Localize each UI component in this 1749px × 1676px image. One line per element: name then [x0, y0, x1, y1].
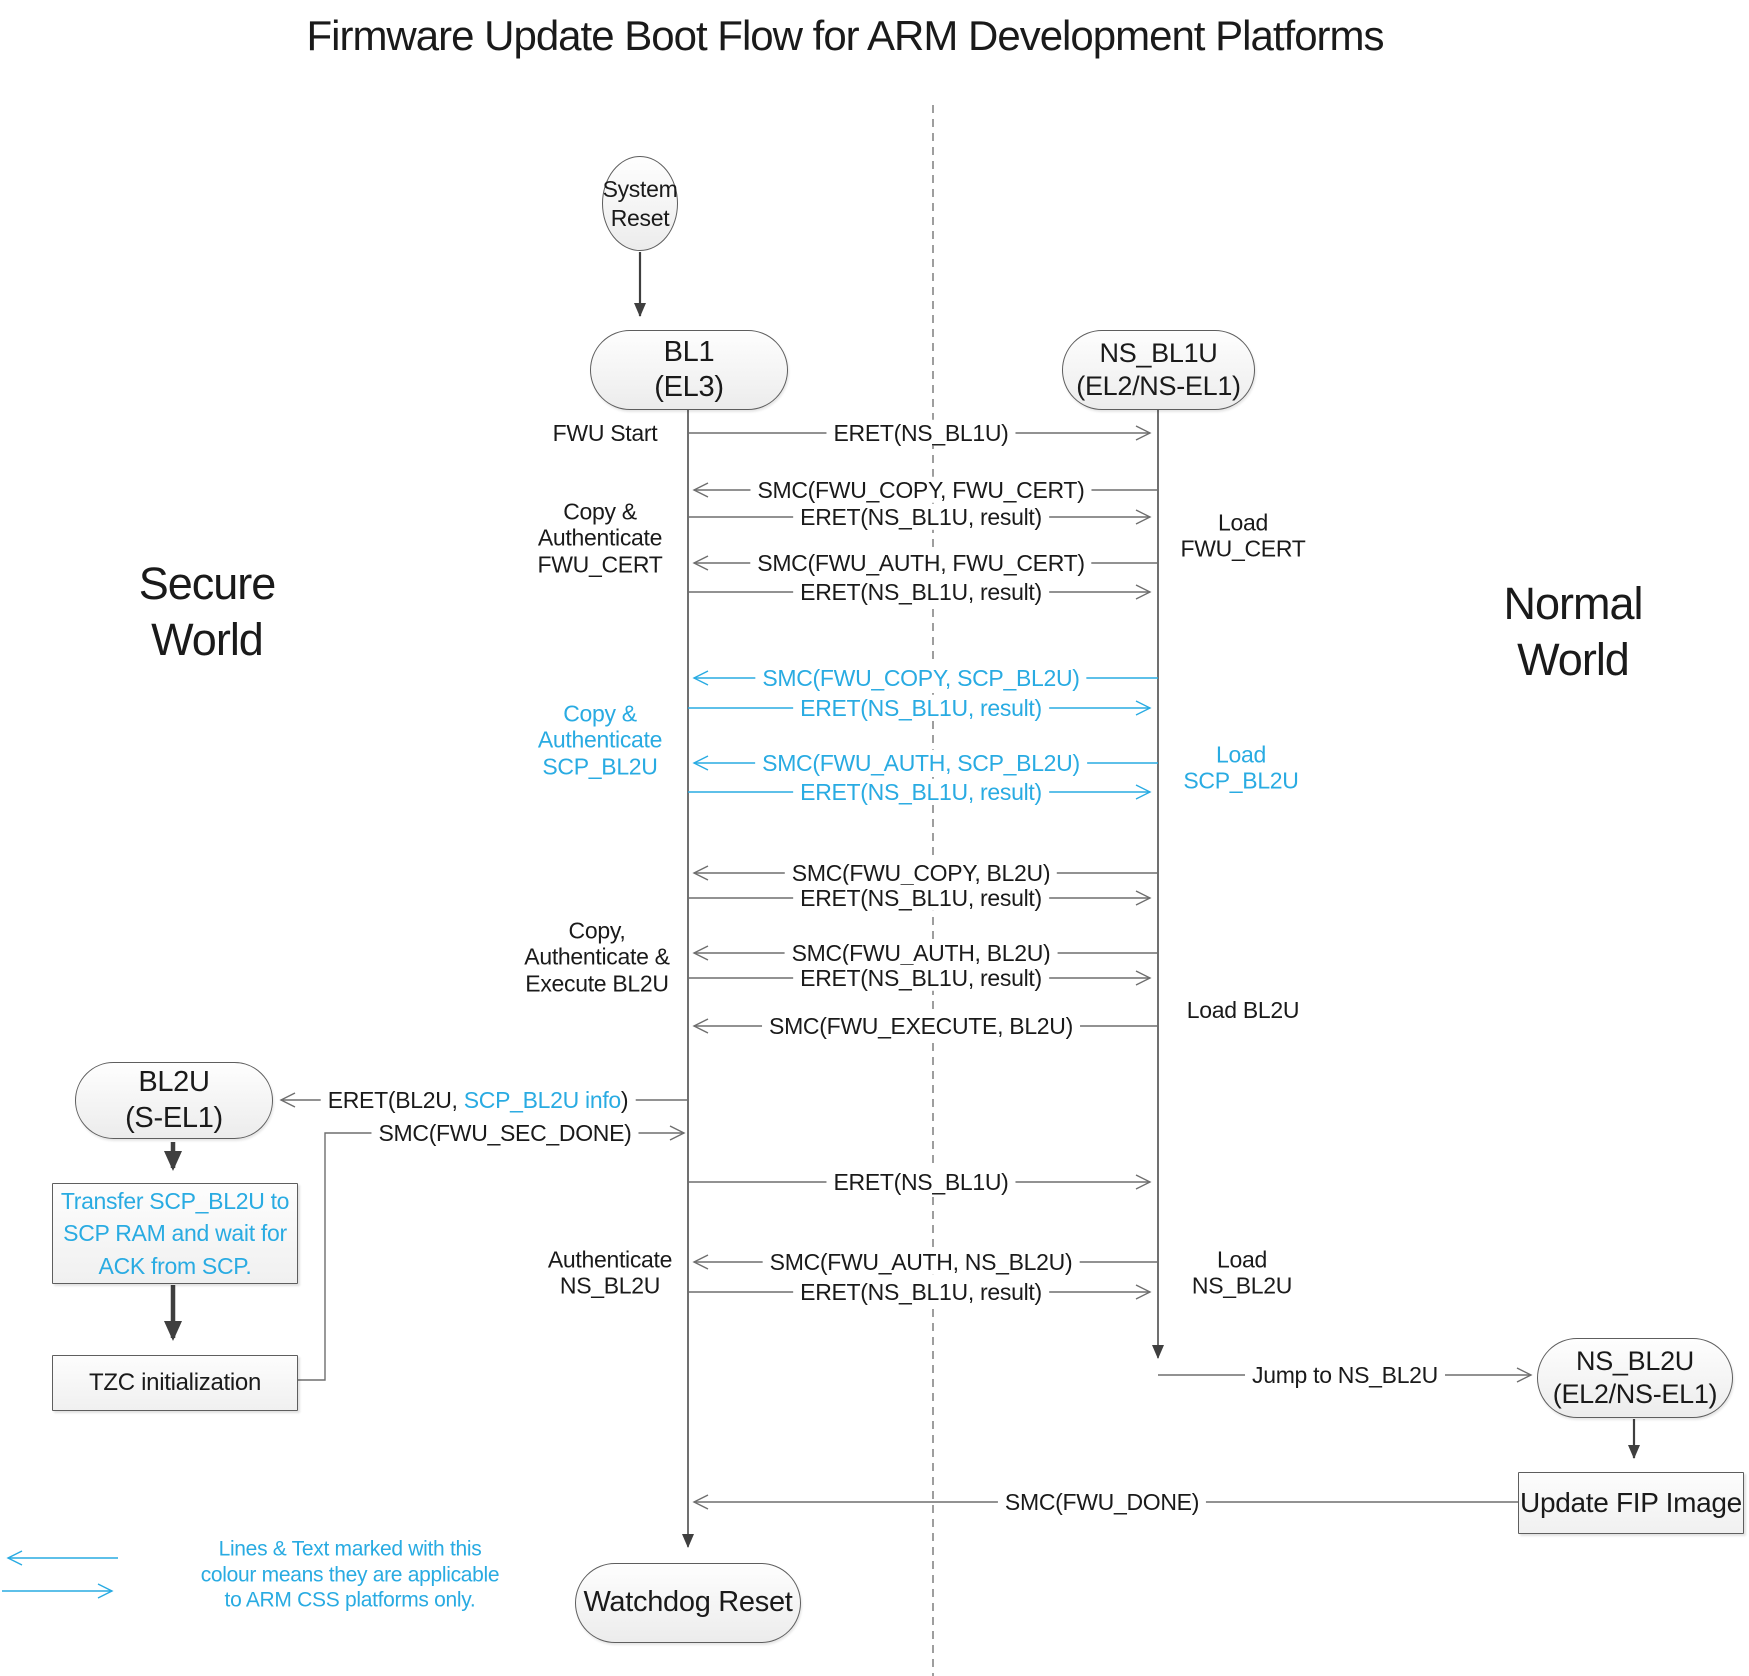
msg-smc-copy-fwu-cert: SMC(FWU_COPY, FWU_CERT) — [750, 476, 1092, 504]
msg-eret-result-4: ERET(NS_BL1U, result) — [793, 964, 1049, 992]
annotation-load-scp-bl2u: Load SCP_BL2U — [1183, 741, 1299, 794]
node-bl2u: BL2U (S-EL1) — [75, 1062, 273, 1139]
msg-eret-bl2u-highlight: SCP_BL2U info — [463, 1086, 622, 1113]
msg-eret-ns-bl1u-2: ERET(NS_BL1U) — [826, 1168, 1016, 1196]
msg-eret-bl2u: ERET(BL2U, SCP_BL2U info) — [320, 1086, 636, 1114]
annotation-copy-auth-fwu-cert: Copy & Authenticate FWU_CERT — [537, 498, 663, 578]
annotation-authenticate-ns-bl2u: Authenticate NS_BL2U — [547, 1246, 673, 1299]
normal-world-label: Normal World — [1503, 577, 1643, 685]
node-system-reset: System Reset — [602, 156, 678, 251]
legend-note: Lines & Text marked with this colour mea… — [200, 1537, 500, 1612]
msg-smc-execute-bl2u: SMC(FWU_EXECUTE, BL2U) — [762, 1012, 1080, 1040]
annotation-fwu-start: FWU Start — [552, 419, 658, 446]
msg-eret-result-3: ERET(NS_BL1U, result) — [793, 884, 1049, 912]
msg-eret-result-scp-2: ERET(NS_BL1U, result) — [793, 778, 1049, 806]
msg-eret-result-1: ERET(NS_BL1U, result) — [793, 503, 1049, 531]
msg-eret-result-5: ERET(NS_BL1U, result) — [793, 1278, 1049, 1306]
annotation-load-ns-bl2u: Load NS_BL2U — [1191, 1246, 1293, 1299]
node-watchdog-reset: Watchdog Reset — [575, 1563, 801, 1643]
msg-smc-auth-scp-bl2u: SMC(FWU_AUTH, SCP_BL2U) — [755, 749, 1087, 777]
node-transfer-scp-bl2u: Transfer SCP_BL2U to SCP RAM and wait fo… — [52, 1183, 298, 1284]
annotation-copy-auth-scp-bl2u: Copy & Authenticate SCP_BL2U — [537, 700, 663, 780]
msg-smc-fwu-sec-done: SMC(FWU_SEC_DONE) — [371, 1119, 639, 1147]
page-title: Firmware Update Boot Flow for ARM Develo… — [306, 11, 1384, 59]
msg-jump-to-ns-bl2u: Jump to NS_BL2U — [1245, 1361, 1445, 1389]
msg-smc-copy-scp-bl2u: SMC(FWU_COPY, SCP_BL2U) — [755, 664, 1087, 692]
msg-smc-auth-fwu-cert: SMC(FWU_AUTH, FWU_CERT) — [750, 549, 1092, 577]
node-ns-bl2u: NS_BL2U (EL2/NS-EL1) — [1537, 1338, 1733, 1418]
msg-smc-auth-ns-bl2u: SMC(FWU_AUTH, NS_BL2U) — [762, 1248, 1080, 1276]
node-bl1: BL1 (EL3) — [590, 330, 788, 410]
node-update-fip-image: Update FIP Image — [1518, 1472, 1744, 1534]
msg-smc-copy-bl2u: SMC(FWU_COPY, BL2U) — [784, 859, 1058, 887]
annotation-load-bl2u: Load BL2U — [1186, 996, 1300, 1023]
msg-eret-result-2: ERET(NS_BL1U, result) — [793, 578, 1049, 606]
msg-eret-bl2u-prefix: ERET(BL2U, — [327, 1086, 464, 1113]
msg-eret-bl2u-suffix: ) — [620, 1086, 629, 1113]
msg-smc-auth-bl2u: SMC(FWU_AUTH, BL2U) — [784, 939, 1058, 967]
msg-eret-result-scp-1: ERET(NS_BL1U, result) — [793, 694, 1049, 722]
node-tzc-initialization: TZC initialization — [52, 1355, 298, 1411]
secure-world-label: Secure World — [138, 557, 277, 665]
msg-eret-ns-bl1u-1: ERET(NS_BL1U) — [826, 419, 1016, 447]
annotation-copy-auth-exec-bl2u: Copy, Authenticate & Execute BL2U — [524, 917, 670, 997]
node-ns-bl1u: NS_BL1U (EL2/NS-EL1) — [1062, 330, 1255, 410]
annotation-load-fwu-cert: Load FWU_CERT — [1180, 509, 1306, 562]
msg-smc-fwu-done: SMC(FWU_DONE) — [997, 1488, 1207, 1516]
